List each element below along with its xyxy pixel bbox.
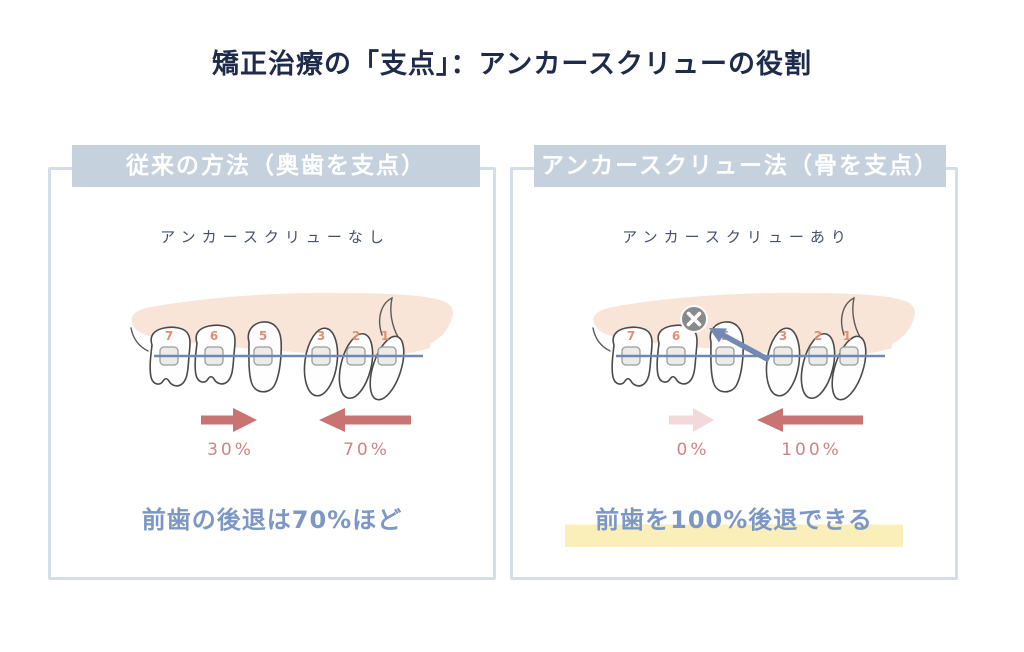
subtitle-label: アンカースクリューあり (622, 228, 852, 246)
tooth1-root-line (378, 296, 399, 338)
teeth-illustration: 7 6 5 3 2 1 (130, 292, 453, 401)
anchor-screw-x-circle-icon (680, 305, 708, 333)
svg-text:1: 1 (381, 329, 389, 343)
statement-text: 前歯を100%後退できる (513, 500, 955, 547)
backward-arrow-icon (757, 408, 863, 432)
teeth-illustration: 7 6 5 3 2 1 (592, 292, 915, 401)
backward-arrow-icon (319, 408, 411, 432)
svg-text:7: 7 (165, 329, 173, 343)
svg-text:3: 3 (317, 329, 325, 343)
cheek-line (592, 327, 611, 352)
svg-text:3: 3 (779, 329, 787, 343)
tooth1-root-line (840, 296, 861, 338)
percent-label: 30% (207, 440, 254, 460)
forward-arrow-faded-icon (669, 408, 714, 432)
header-anchor-screw-method: アンカースクリュー法（骨を支点） (534, 145, 946, 187)
svg-text:6: 6 (210, 329, 218, 343)
forward-arrow-icon (201, 408, 257, 432)
backward-force-group: 70% (319, 408, 411, 460)
svg-text:7: 7 (627, 329, 635, 343)
tooth-numbers: 7 6 5 3 2 1 (165, 329, 389, 343)
page-title: 矯正治療の「支点」：アンカースクリューの役割 (211, 49, 813, 80)
backward-force-group: 100% (757, 408, 863, 460)
forward-force-group: 0% (669, 408, 714, 460)
statement-text: 前歯の後退は70%ほど (141, 506, 403, 534)
svg-text:2: 2 (814, 329, 822, 343)
percent-label: 100% (781, 440, 842, 460)
panel-anchor-screw: アンカースクリューあり 7 6 5 (510, 167, 958, 580)
subtitle-label: アンカースクリューなし (160, 228, 390, 246)
pull-force-arrow (709, 328, 771, 363)
percent-label: 0% (676, 440, 710, 460)
svg-text:5: 5 (259, 329, 267, 343)
svg-text:2: 2 (352, 329, 360, 343)
svg-text:6: 6 (672, 329, 680, 343)
statement-highlight: 前歯を100%後退できる (565, 506, 903, 547)
cheek-line (130, 327, 149, 352)
svg-text:1: 1 (843, 329, 851, 343)
header-conventional-method: 従来の方法（奥歯を支点） (72, 145, 480, 187)
forward-force-group: 30% (201, 408, 257, 460)
percent-label: 70% (343, 440, 390, 460)
panel-conventional: アンカースクリューなし 7 6 5 (48, 167, 496, 580)
